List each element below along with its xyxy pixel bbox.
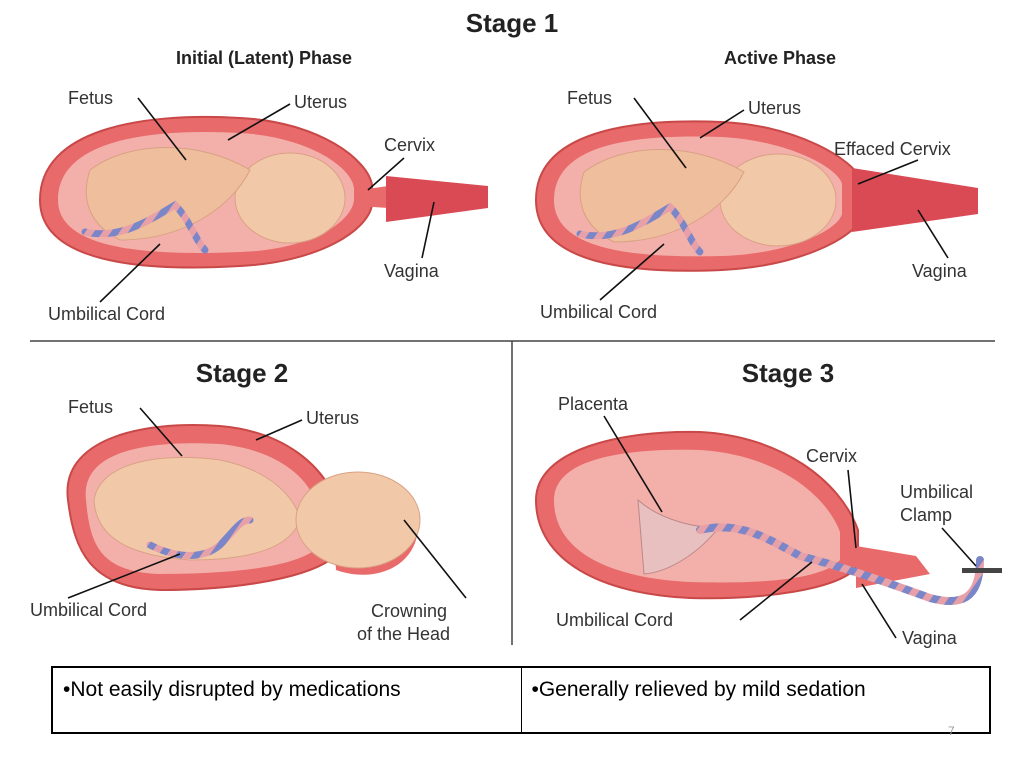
label-umbilical-cord: Umbilical Cord [556,610,673,630]
active-phase-title: Active Phase [724,48,836,68]
stage3-title: Stage 3 [742,358,835,388]
leader-uterus [227,103,291,141]
label-cervix: Cervix [806,446,857,466]
label-uterus: Uterus [748,98,801,118]
label-vagina: Vagina [912,261,968,281]
uterus-illustration [38,115,488,269]
page-number: 7 [948,724,955,738]
notes-table: •Not easily disrupted by medications •Ge… [51,666,991,734]
leader-umbilical-cord [739,561,813,621]
label-effaced-cervix: Effaced Cervix [834,139,951,159]
leader-uterus [699,109,745,139]
stage2-panel: Stage 2 Fetus Uterus Umbilical Cord Crow… [30,358,467,644]
leader-fetus [139,407,183,457]
label-placenta: Placenta [558,394,629,414]
label-fetus: Fetus [68,88,113,108]
label-fetus: Fetus [68,397,113,417]
table-cell-right: •Generally relieved by mild sedation [520,668,990,732]
leader-fetus [633,97,687,169]
stage1-latent-panel: Initial (Latent) Phase Fetus Uterus Cerv… [38,48,488,324]
label-clamp: Clamp [900,505,952,525]
leader-umbilical-cord [599,243,665,301]
leader-umbilical-cord [99,243,161,303]
label-cervix: Cervix [384,135,435,155]
labor-stages-diagram: Stage 1 Initial (Latent) Phase Fetus Ute… [30,8,1002,648]
label-umbilical-cord: Umbilical Cord [48,304,165,324]
leader-umbilical-cord [67,553,181,599]
stage1-active-panel: Active Phase Fetus Uterus Effaced Cervix… [534,48,978,322]
leader-cervix [847,469,857,549]
label-vagina: Vagina [902,628,958,648]
leader-clamp [941,527,977,567]
leader-crowning [403,519,467,599]
leader-vagina [917,209,949,259]
uterus-illustration [66,424,421,592]
label-uterus: Uterus [294,92,347,112]
leader-effaced-cervix [857,159,919,185]
uterus-illustration [534,430,1002,605]
leader-uterus [255,419,303,441]
label-umbilical-cord: Umbilical Cord [30,600,147,620]
label-umbilical-cord: Umbilical Cord [540,302,657,322]
label-of-the-head: of the Head [357,624,450,644]
label-fetus: Fetus [567,88,612,108]
uterus-illustration [534,120,978,272]
leader-fetus [137,97,187,161]
leader-vagina [421,201,435,259]
stage3-panel: Stage 3 Placenta Cervix Umbilical Clamp … [534,358,1002,648]
label-uterus: Uterus [306,408,359,428]
table-cell-left: •Not easily disrupted by medications [63,678,401,701]
stage1-title: Stage 1 [466,8,559,38]
label-umbilical: Umbilical [900,482,973,502]
leader-vagina [861,583,897,639]
stage2-title: Stage 2 [196,358,289,388]
label-vagina: Vagina [384,261,440,281]
latent-phase-title: Initial (Latent) Phase [176,48,352,68]
leader-placenta [603,415,663,513]
label-crowning: Crowning [371,601,447,621]
leader-cervix [367,157,405,191]
